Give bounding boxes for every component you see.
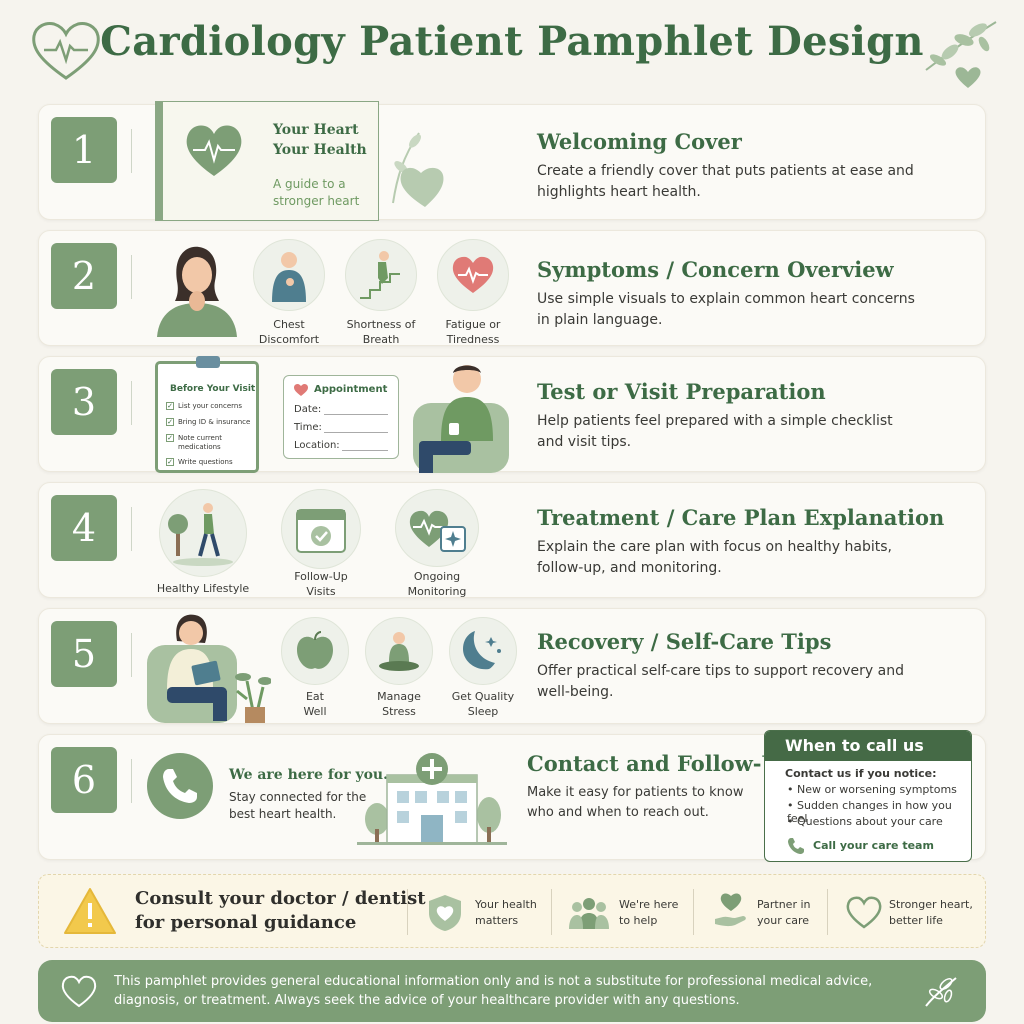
reading-patient-icon [147, 614, 271, 723]
worried-patient-icon [157, 246, 237, 337]
leaf-heart-icon [392, 132, 444, 207]
heart-pulse-icon [186, 125, 242, 176]
step-number: 5 [51, 621, 117, 687]
section-title: Recovery / Self-Care Tips [537, 629, 832, 654]
checkbox-icon: ✓ [166, 458, 174, 466]
section-title: Welcoming Cover [537, 129, 742, 154]
section-desc: Create a friendly cover that puts patien… [537, 163, 914, 200]
badge-text: Stronger heart,better life [889, 898, 973, 927]
clipboard-clip [196, 356, 220, 368]
card-heading: When to call us [765, 731, 971, 761]
call-care-team-link[interactable]: Call your care team [813, 839, 934, 852]
section-desc: Help patients feel prepared with a simpl… [537, 413, 893, 450]
when-to-call-card: When to call us Contact us if you notice… [764, 730, 972, 862]
fatigue-heart-icon [437, 239, 509, 311]
heart-outline-icon [61, 975, 97, 1008]
ongoing-monitoring-icon [395, 489, 479, 567]
section-title: Contact and Follow-Up [527, 751, 795, 776]
checkbox-icon: ✓ [166, 434, 174, 442]
people-icon [569, 898, 609, 929]
heart-pulse-icon [32, 22, 100, 80]
leaf-icon [925, 977, 957, 1007]
care-plan-label: Healthy Lifestyle [156, 582, 250, 595]
step-number: 4 [51, 495, 117, 561]
heart-outline-icon [846, 896, 882, 929]
section-3: 3 Before Your Visit ✓List your concerns … [38, 356, 986, 473]
chest-discomfort-icon [253, 239, 325, 311]
phone-icon[interactable] [147, 753, 213, 819]
apple-icon [281, 617, 349, 685]
shortness-of-breath-icon [345, 239, 417, 311]
disclaimer-footer: This pamphlet provides general education… [38, 960, 986, 1022]
here-heading: We are here for you. [229, 767, 388, 783]
disclaimer-text: This pamphlet provides general education… [114, 974, 873, 1008]
hand-heart-icon [715, 893, 746, 927]
seated-patient-icon [413, 365, 509, 473]
hospital-icon [357, 753, 507, 845]
leaf-heart-icon [925, 21, 997, 88]
step-number: 3 [51, 369, 117, 435]
step-number: 6 [51, 747, 117, 813]
meditation-icon [365, 617, 433, 685]
step-number: 1 [51, 117, 117, 183]
appointment-card: Appointment Date: Time: Location: [283, 375, 399, 459]
warning-icon [64, 888, 116, 934]
heart-icon [294, 384, 308, 396]
shield-heart-icon [429, 895, 461, 931]
checkbox-icon: ✓ [166, 418, 174, 426]
checkbox-icon: ✓ [166, 402, 174, 410]
section-desc: Make it easy for patients to know who an… [527, 785, 744, 820]
section-desc: Explain the care plan with focus on heal… [537, 539, 892, 576]
section-title: Symptoms / Concern Overview [537, 257, 894, 282]
step-number: 2 [51, 243, 117, 309]
moon-stars-icon [449, 617, 517, 685]
section-desc: Use simple visuals to explain common hea… [537, 291, 915, 328]
phone-icon [788, 838, 804, 854]
page-title: Cardiology Patient Pamphlet Design [100, 18, 924, 65]
checklist-clipboard: Before Your Visit ✓List your concerns ✓B… [155, 356, 259, 473]
follow-up-calendar-icon [281, 489, 361, 569]
section-title: Treatment / Care Plan Explanation [537, 505, 945, 530]
section-desc: Offer practical self-care tips to suppor… [537, 663, 904, 700]
healthy-lifestyle-icon [159, 489, 247, 577]
section-title: Test or Visit Preparation [537, 379, 826, 404]
